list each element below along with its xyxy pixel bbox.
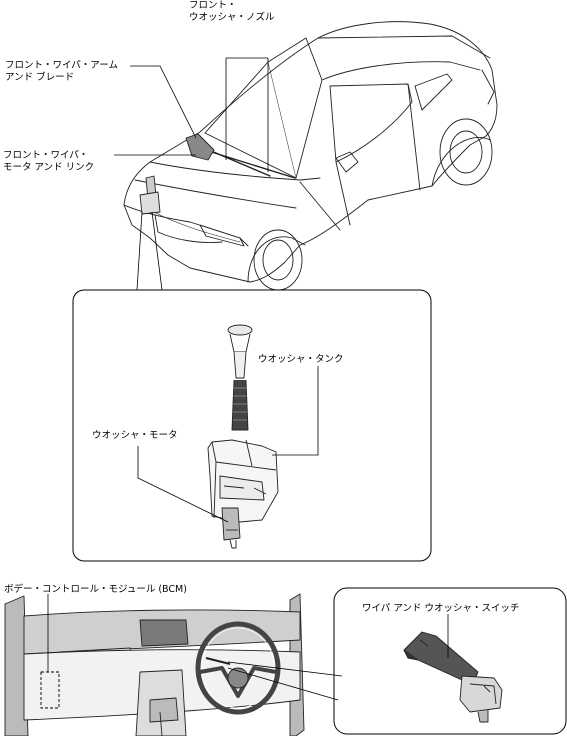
- label-front-wiper-motor-link-line2: モータ アンド リンク: [3, 162, 95, 173]
- car-illustration: [123, 21, 498, 291]
- leader-lines-tank: [137, 366, 319, 523]
- label-front-washer-nozzle-line1: フロント・: [189, 0, 237, 11]
- label-front-wiper-arm-blade: フロント・ワイパ・アーム アンド ブレード: [5, 60, 118, 84]
- wiper-washer-switch-illustration: [403, 631, 503, 723]
- leader-lines-car: [114, 57, 269, 291]
- label-front-wiper-motor-link-line1: フロント・ワイパ・: [3, 150, 89, 161]
- label-front-wiper-motor-link: フロント・ワイパ・ モータ アンド リンク: [3, 150, 94, 174]
- label-bcm: ボデー・コントロール・モジュール (BCM): [4, 584, 187, 595]
- switch-inset-frame: [333, 587, 567, 735]
- label-front-washer-nozzle: フロント・ ウオッシャ・ノズル: [189, 0, 275, 24]
- leader-lines-dash: [47, 594, 343, 701]
- label-wiper-washer-switch: ワイパ アンド ウオッシャ・スイッチ: [362, 603, 520, 614]
- label-front-wiper-arm-blade-line1: フロント・ワイパ・アーム: [5, 60, 118, 71]
- dashboard-illustration: [4, 593, 305, 736]
- label-washer-tank: ウオッシャ・タンク: [258, 354, 344, 365]
- label-front-wiper-arm-blade-line2: アンド ブレード: [5, 72, 75, 83]
- label-front-washer-nozzle-line2: ウオッシャ・ノズル: [189, 12, 275, 23]
- washer-tank-illustration: [207, 324, 279, 549]
- washer-tank-inset-frame: [72, 289, 432, 562]
- label-washer-motor: ウオッシャ・モータ: [92, 430, 178, 441]
